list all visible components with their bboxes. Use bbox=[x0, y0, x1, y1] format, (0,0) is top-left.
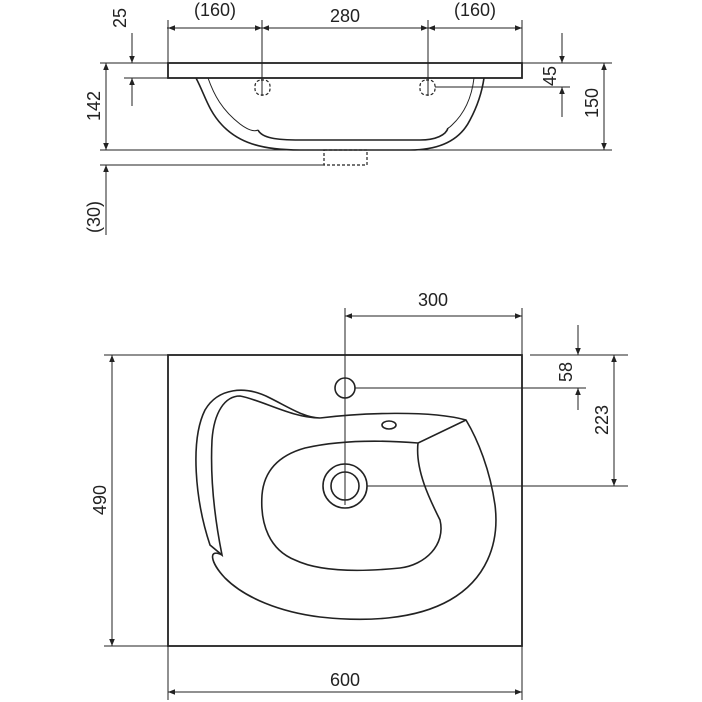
basin-bowl-left-inner bbox=[207, 77, 259, 132]
top-view: 300 58 223 490 600 bbox=[90, 290, 628, 700]
basin-overflow-swoosh bbox=[195, 389, 321, 558]
basin-bowl-inner-line bbox=[260, 419, 467, 572]
dim-label-drain-from-back: 223 bbox=[592, 405, 612, 435]
dim-label-drain: (30) bbox=[84, 201, 104, 233]
dim-label-tap-from-back: 58 bbox=[556, 362, 576, 382]
dim-label-depth-top: 490 bbox=[90, 485, 110, 515]
dim-label-depth: 142 bbox=[84, 91, 104, 121]
dim-label-width: 600 bbox=[330, 670, 360, 690]
basin-bowl-outer bbox=[211, 412, 497, 621]
dim-label-tap-offset: 300 bbox=[418, 290, 448, 310]
dim-label-top-middle: 280 bbox=[330, 6, 360, 26]
dim-label-lip: 25 bbox=[110, 8, 130, 28]
dim-label-total-height: 150 bbox=[582, 88, 602, 118]
side-view: (160) 280 (160) 25 142 (30) 45 150 bbox=[84, 0, 612, 235]
drain-stub bbox=[323, 149, 368, 166]
dim-label-tap-height: 45 bbox=[540, 66, 560, 86]
dim-label-top-right: (160) bbox=[454, 0, 496, 20]
overflow-hole bbox=[381, 420, 397, 430]
basin-bowl-inner bbox=[257, 127, 449, 141]
dim-label-top-left: (160) bbox=[194, 0, 236, 20]
basin-bowl-right-inner bbox=[447, 77, 475, 129]
basin-top-slab bbox=[167, 62, 523, 79]
